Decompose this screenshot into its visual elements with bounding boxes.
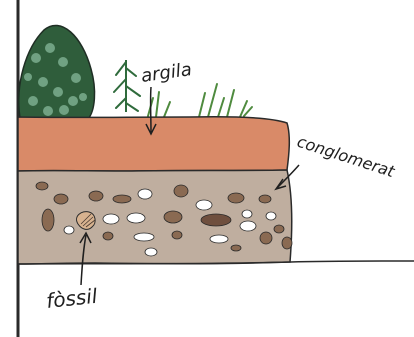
clay-layer [18, 117, 289, 171]
